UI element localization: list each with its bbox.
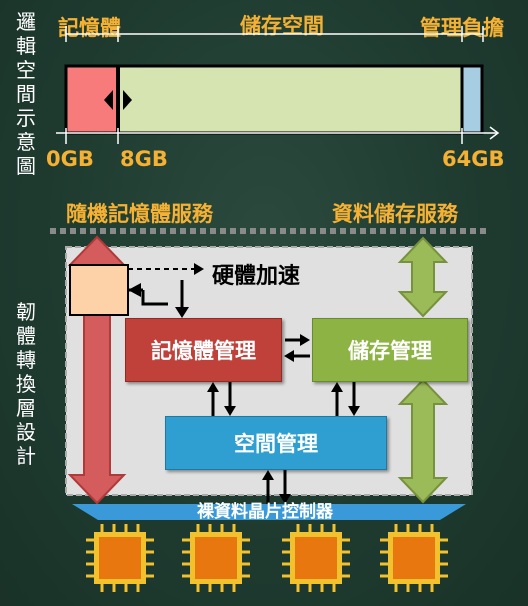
mem-space-arrows: [207, 382, 236, 416]
storage-management-box: 儲存管理: [312, 318, 468, 382]
chip-icon: [182, 524, 250, 592]
space-management-box: 空間管理: [165, 416, 387, 470]
chip-icon: [380, 524, 448, 592]
storage-service-label: 資料儲存服務: [332, 202, 458, 226]
logical-space-title: 邏 輯 空 間 示 意 圖: [16, 10, 36, 178]
tick-64gb: 64GB: [442, 147, 505, 171]
memory-label: 記憶體: [58, 16, 121, 40]
resize-double-arrow-icon: [104, 90, 132, 110]
memory-management-box: 記憶體管理: [125, 318, 282, 382]
ram-service-label: 隨機記憶體服務: [66, 202, 213, 226]
tick-8gb: 8GB: [120, 147, 168, 171]
chip-icon: [282, 524, 350, 592]
controller-bar: [72, 504, 466, 520]
controller-label: 裸資料晶片控制器: [197, 502, 333, 522]
ftl-design-title: 韌 體 轉 換 層 設 計: [16, 300, 36, 468]
storage-service-arrow-top: [397, 236, 449, 318]
cache-loop-arrow: [141, 280, 184, 310]
storage-service-arrow-bottom: [397, 378, 449, 504]
top-bracket: [65, 26, 484, 42]
mem-storage-exchange-arrows: [284, 334, 310, 362]
cache-box: [69, 264, 129, 316]
hw-accel-label: 硬體加速: [212, 264, 301, 289]
space-controller-arrows: [262, 470, 291, 504]
chips-group: [86, 524, 448, 592]
tick-0gb: 0GB: [46, 147, 94, 171]
storage-space-arrows: [331, 382, 360, 416]
chip-icon: [86, 524, 154, 592]
management-segment: [462, 66, 482, 133]
storage-segment: [118, 66, 462, 133]
